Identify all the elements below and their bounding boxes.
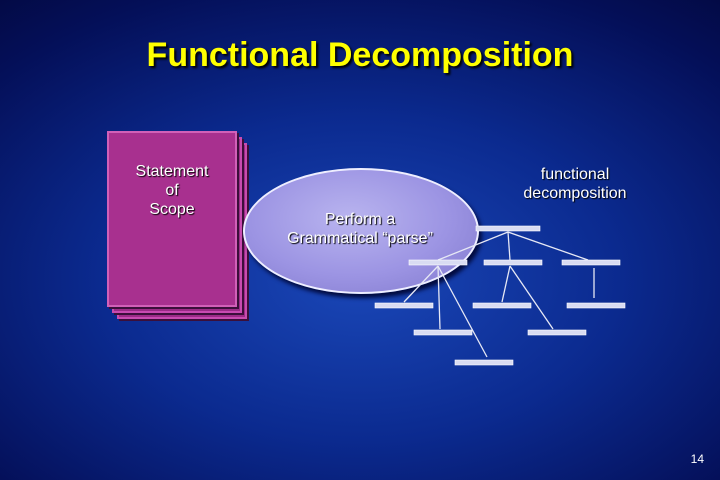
tree-connector bbox=[501, 265, 511, 303]
page-number: 14 bbox=[690, 452, 704, 466]
statement-of-scope-line-2: of bbox=[165, 182, 179, 199]
tree-connector bbox=[403, 265, 439, 303]
tree-node bbox=[561, 259, 621, 266]
tree-node bbox=[374, 302, 434, 309]
statement-of-scope-line-1: Statement bbox=[135, 163, 209, 180]
functional-decomposition-line-2: decomposition bbox=[523, 185, 627, 202]
tree-node bbox=[454, 359, 514, 366]
tree-connector bbox=[507, 231, 589, 261]
tree-connector bbox=[437, 231, 509, 261]
tree-node bbox=[483, 259, 543, 266]
tree-node bbox=[413, 329, 473, 336]
tree-node bbox=[527, 329, 587, 336]
tree-node-root bbox=[475, 225, 541, 232]
parse-process-ellipse bbox=[243, 168, 479, 294]
statement-of-scope-line-3: Scope bbox=[149, 201, 195, 218]
tree-node bbox=[472, 302, 532, 309]
tree-node bbox=[408, 259, 468, 266]
parse-process-label: Perform a Grammatical “parse” bbox=[255, 210, 465, 248]
tree-connector bbox=[507, 231, 511, 261]
tree-node bbox=[566, 302, 626, 309]
document-page-front bbox=[107, 131, 237, 307]
slide-title: Functional Decomposition bbox=[146, 36, 574, 74]
parse-process-line-1: Perform a bbox=[324, 211, 396, 228]
functional-decomposition-line-1: functional bbox=[540, 166, 610, 183]
tree-connector bbox=[437, 265, 441, 330]
functional-decomposition-label: functional decomposition bbox=[490, 165, 660, 203]
tree-connector bbox=[437, 265, 488, 358]
tree-connector bbox=[509, 265, 554, 330]
parse-process-line-2: Grammatical “parse” bbox=[287, 230, 433, 247]
statement-of-scope-label: Statement of Scope bbox=[107, 162, 237, 219]
